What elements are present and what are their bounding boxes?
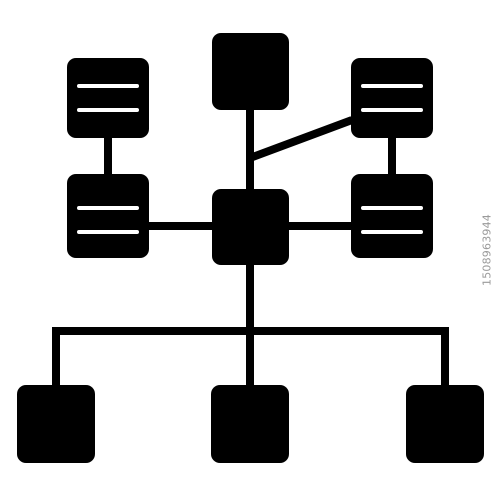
server-slot (77, 230, 139, 234)
server-top-right-body (351, 58, 433, 138)
node-bottom-left (17, 385, 95, 463)
server-slot (361, 84, 423, 88)
watermark-id: 1508963944 (480, 214, 494, 286)
node-hub (212, 189, 289, 265)
server-top-left-body (67, 58, 149, 138)
server-slot (77, 206, 139, 210)
server-mid-left (67, 174, 149, 258)
connector-lines (52, 108, 449, 390)
server-top-left (67, 58, 149, 138)
connector-diagonal-top-right (248, 116, 354, 162)
server-slot (77, 108, 139, 112)
node-top-center (212, 33, 289, 110)
server-mid-right-body (351, 174, 433, 258)
node-bottom-right (406, 385, 484, 463)
server-slot (361, 230, 423, 234)
node-bottom-center (211, 385, 289, 463)
server-top-right (351, 58, 433, 138)
server-slot (361, 108, 423, 112)
server-slot (361, 206, 423, 210)
server-mid-right (351, 174, 433, 258)
server-mid-left-body (67, 174, 149, 258)
server-slot (77, 84, 139, 88)
